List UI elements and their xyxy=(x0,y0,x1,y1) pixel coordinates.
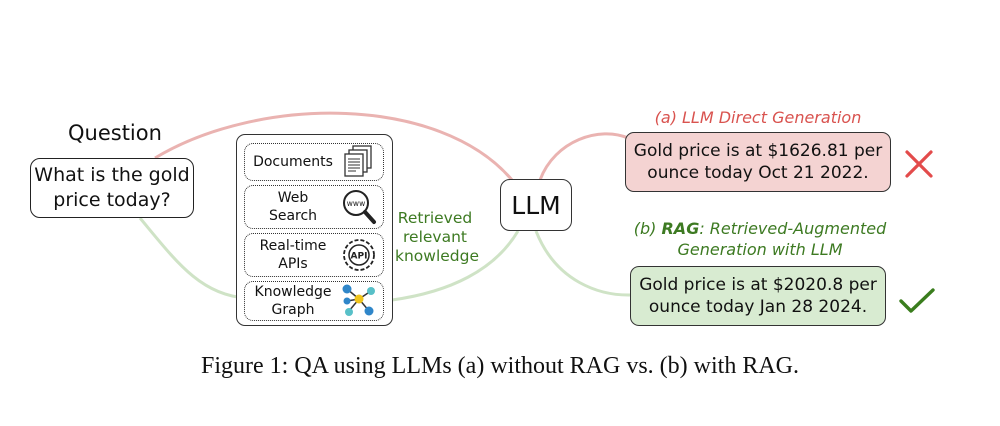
rag-answer-line2: ounce today Jan 28 2024. xyxy=(648,297,868,317)
direct-path-question-to-llm xyxy=(154,111,514,181)
direct-answer-box: Gold price is at $1626.81 per ounce toda… xyxy=(625,132,891,192)
documents-icon xyxy=(344,145,372,177)
rag-answer-line1: Gold price is at $2020.8 per xyxy=(639,275,877,295)
question-text-line1: What is the gold xyxy=(34,164,190,186)
rag-caption-rest: : Retrieved-Augmented xyxy=(699,219,887,238)
source-realtime-apis: Real-time APIs API xyxy=(244,233,384,277)
direct-answer-line1: Gold price is at $1626.81 per xyxy=(633,141,883,161)
source-documents-label: Documents xyxy=(253,154,333,170)
source-apis-label1: Real-time xyxy=(259,238,327,254)
web-search-icon: www xyxy=(343,190,376,224)
retrieved-label-line2: relevant xyxy=(403,228,467,246)
rag-caption-prefix: (b) xyxy=(633,219,662,238)
rag-caption-line2: Generation with LLM xyxy=(677,240,843,259)
check-icon xyxy=(899,288,935,313)
llm-box: LLM xyxy=(500,179,572,231)
retrieval-sources-panel: Documents Web Search www xyxy=(236,134,393,326)
direct-answer-line2: ounce today Oct 21 2022. xyxy=(647,163,869,183)
knowledge-graph-icon xyxy=(342,284,375,316)
source-documents: Documents xyxy=(244,143,384,181)
rag-caption-rag: RAG xyxy=(661,219,700,238)
retrieved-label-line3: knowledge xyxy=(395,247,480,265)
question-heading: Question xyxy=(68,121,162,145)
figure-caption: Figure 1: QA using LLMs (a) without RAG … xyxy=(201,353,799,379)
source-graph-label1: Knowledge xyxy=(254,284,332,300)
rag-path-llm-to-answer xyxy=(534,230,633,297)
llm-label: LLM xyxy=(511,190,561,220)
source-web-search-label2: Search xyxy=(268,208,318,224)
direct-path-llm-to-answer xyxy=(538,132,629,181)
source-knowledge-graph: Knowledge Graph xyxy=(244,281,384,321)
source-web-search-label1: Web xyxy=(277,190,309,206)
source-graph-label2: Graph xyxy=(271,302,315,318)
source-apis-label2: APIs xyxy=(278,256,308,272)
retrieved-knowledge-label: Retrieved relevant knowledge xyxy=(395,209,480,266)
rag-path-sources-to-llm xyxy=(391,230,520,302)
rag-caption: (b) RAG: Retrieved-Augmented Generation … xyxy=(600,218,920,260)
www-icon-text: www xyxy=(347,199,365,208)
cross-icon xyxy=(905,150,933,178)
rag-answer-box: Gold price is at $2020.8 per ounce today… xyxy=(630,266,886,326)
api-icon: API xyxy=(343,239,375,271)
question-text-line2: price today? xyxy=(53,189,171,211)
direct-generation-caption: (a) LLM Direct Generation xyxy=(654,108,862,127)
retrieved-label-line1: Retrieved xyxy=(397,209,473,227)
api-icon-text: API xyxy=(351,252,368,262)
question-box: What is the gold price today? xyxy=(30,158,194,218)
source-web-search: Web Search www xyxy=(244,185,384,229)
rag-path-question-to-sources xyxy=(138,217,247,300)
